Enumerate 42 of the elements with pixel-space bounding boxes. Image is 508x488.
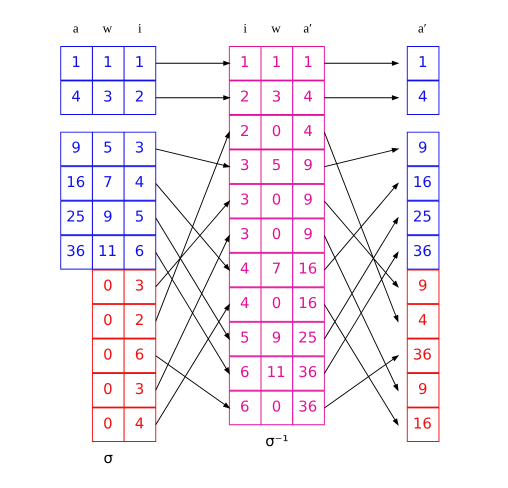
arrow [323,304,398,426]
label: σ⁻¹ [264,432,288,450]
arrow [154,252,230,375]
arrow [154,200,230,288]
node-box: 4 [406,80,439,115]
node-box: 4 [406,304,439,339]
label: σ [103,448,112,467]
arrow [154,355,230,409]
node-box: 16 [406,166,439,201]
label: w [102,20,112,36]
node-box: 36 [406,235,439,270]
node-box: 9 [406,270,439,304]
arrow [154,182,230,272]
arrow [323,132,398,323]
arrow [323,354,399,408]
node-box: 9 [406,373,439,408]
arrow [154,130,230,322]
node-box: 16 [406,408,439,442]
node-box: 1 [406,46,439,80]
arrow [323,60,399,66]
arrow [154,60,230,66]
node-box: 25 [406,200,439,236]
arrow [154,303,230,426]
arrow [154,234,230,391]
arrow [323,216,398,340]
arrow [323,148,399,168]
arrow [323,251,398,374]
label: a′ [302,20,312,36]
label: a′ [417,20,426,36]
arrow [323,235,398,392]
label: w [270,20,280,36]
label: i [138,20,142,36]
arrow [154,217,230,340]
node-box: 9 [406,132,439,166]
label: i [242,20,246,36]
label: a [72,20,78,36]
arrow [323,182,398,271]
arrow [154,95,230,100]
arrow [323,200,398,288]
node-box: 36 [406,338,439,374]
arrow [154,148,230,168]
arrow [323,95,399,100]
